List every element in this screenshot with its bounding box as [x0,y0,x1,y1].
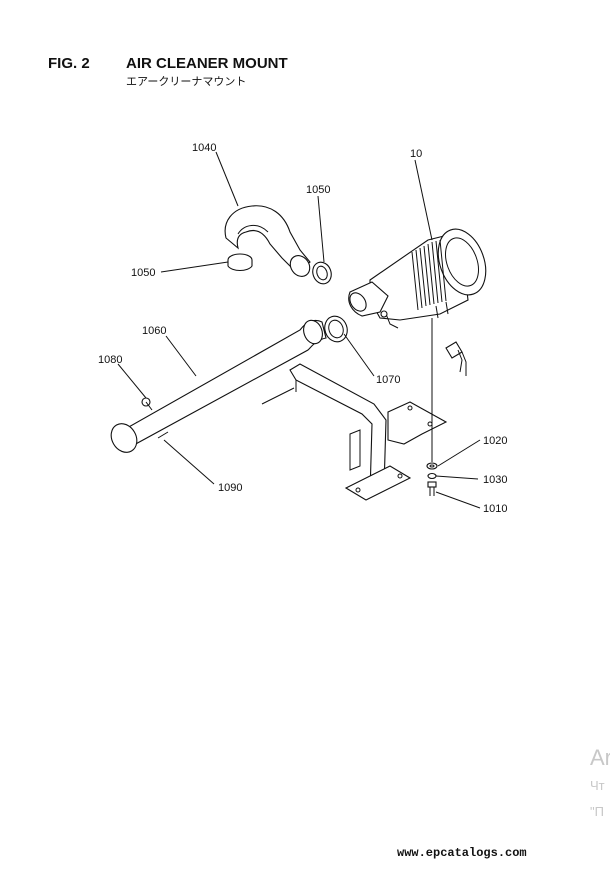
watermark-line-3: "П [590,804,604,819]
part-label-1050-upper: 1050 [306,184,330,196]
part-label-1050-left: 1050 [131,267,155,279]
watermark-line-1: Ar [590,745,610,770]
part-label-1090: 1090 [218,482,242,494]
ring-1070 [324,315,348,343]
figure-number: FIG. 2 [48,55,90,72]
part-label-1060: 1060 [142,325,166,337]
part-label-1070: 1070 [376,374,400,386]
bracket [261,363,448,501]
washer-1020 [426,462,438,470]
part-label-1080: 1080 [98,354,122,366]
seal-1050-left [227,253,253,272]
air-cleaner-10 [348,228,487,329]
footer-website-link[interactable]: www.epcatalogs.com [397,846,527,860]
part-label-10: 10 [410,148,422,160]
bolt-1010 [427,481,437,496]
spring-washer-1030 [427,472,437,480]
intake-pipe-1060 [110,319,327,453]
part-label-1030: 1030 [483,474,507,486]
figure-subtitle: エアークリーナマウント [126,76,247,88]
part-label-1010: 1010 [483,503,507,515]
part-label-1020: 1020 [483,435,507,447]
indicator-sensor [445,341,467,376]
watermark-line-2: Чт [590,778,605,793]
figure-title: AIR CLEANER MOUNT [126,55,288,72]
leader-lines [117,151,481,509]
part-label-1040: 1040 [192,142,216,154]
intake-hose-1040 [224,205,311,277]
seal-1050-upper [312,261,332,285]
